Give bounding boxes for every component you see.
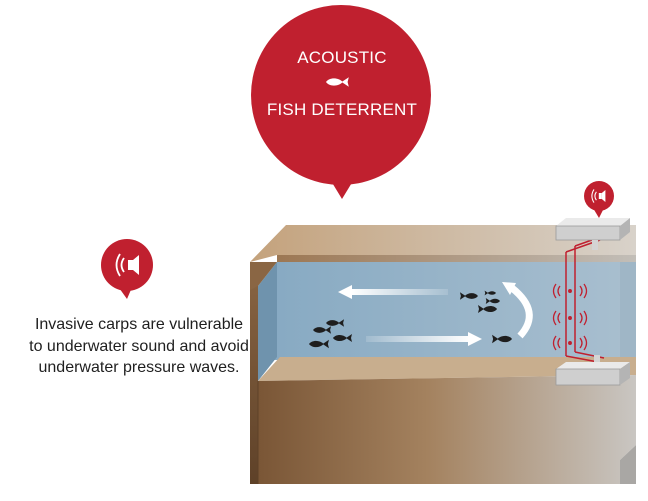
sound-wave (552, 335, 588, 351)
emitter-bottom (555, 355, 630, 386)
speaker-badge (101, 239, 153, 299)
left-end-wall (250, 262, 258, 484)
sound-wave (552, 310, 588, 326)
emitter-top (555, 218, 630, 250)
flow-arrow-return (502, 282, 533, 339)
fish-icon (326, 77, 349, 87)
flow-arrow-left (338, 285, 448, 299)
description-text: Invasive carps are vulnerable to underwa… (29, 316, 249, 376)
front-wall-top (258, 357, 636, 381)
back-wall-top (250, 225, 636, 262)
front-wall (258, 375, 636, 484)
sound-wave (552, 283, 588, 299)
flow-arrows (338, 282, 533, 346)
title-line-1: ACOUSTIC (297, 48, 387, 67)
title-line-2: FISH DETERRENT (266, 100, 418, 119)
title-badge-shape (251, 5, 431, 199)
emitter-speaker-badge (584, 181, 614, 218)
channel (250, 225, 636, 484)
water-left-face (258, 262, 277, 381)
title-badge: ACOUSTIC FISH DETERRENT (264, 38, 420, 138)
flow-arrow-right (366, 332, 482, 346)
